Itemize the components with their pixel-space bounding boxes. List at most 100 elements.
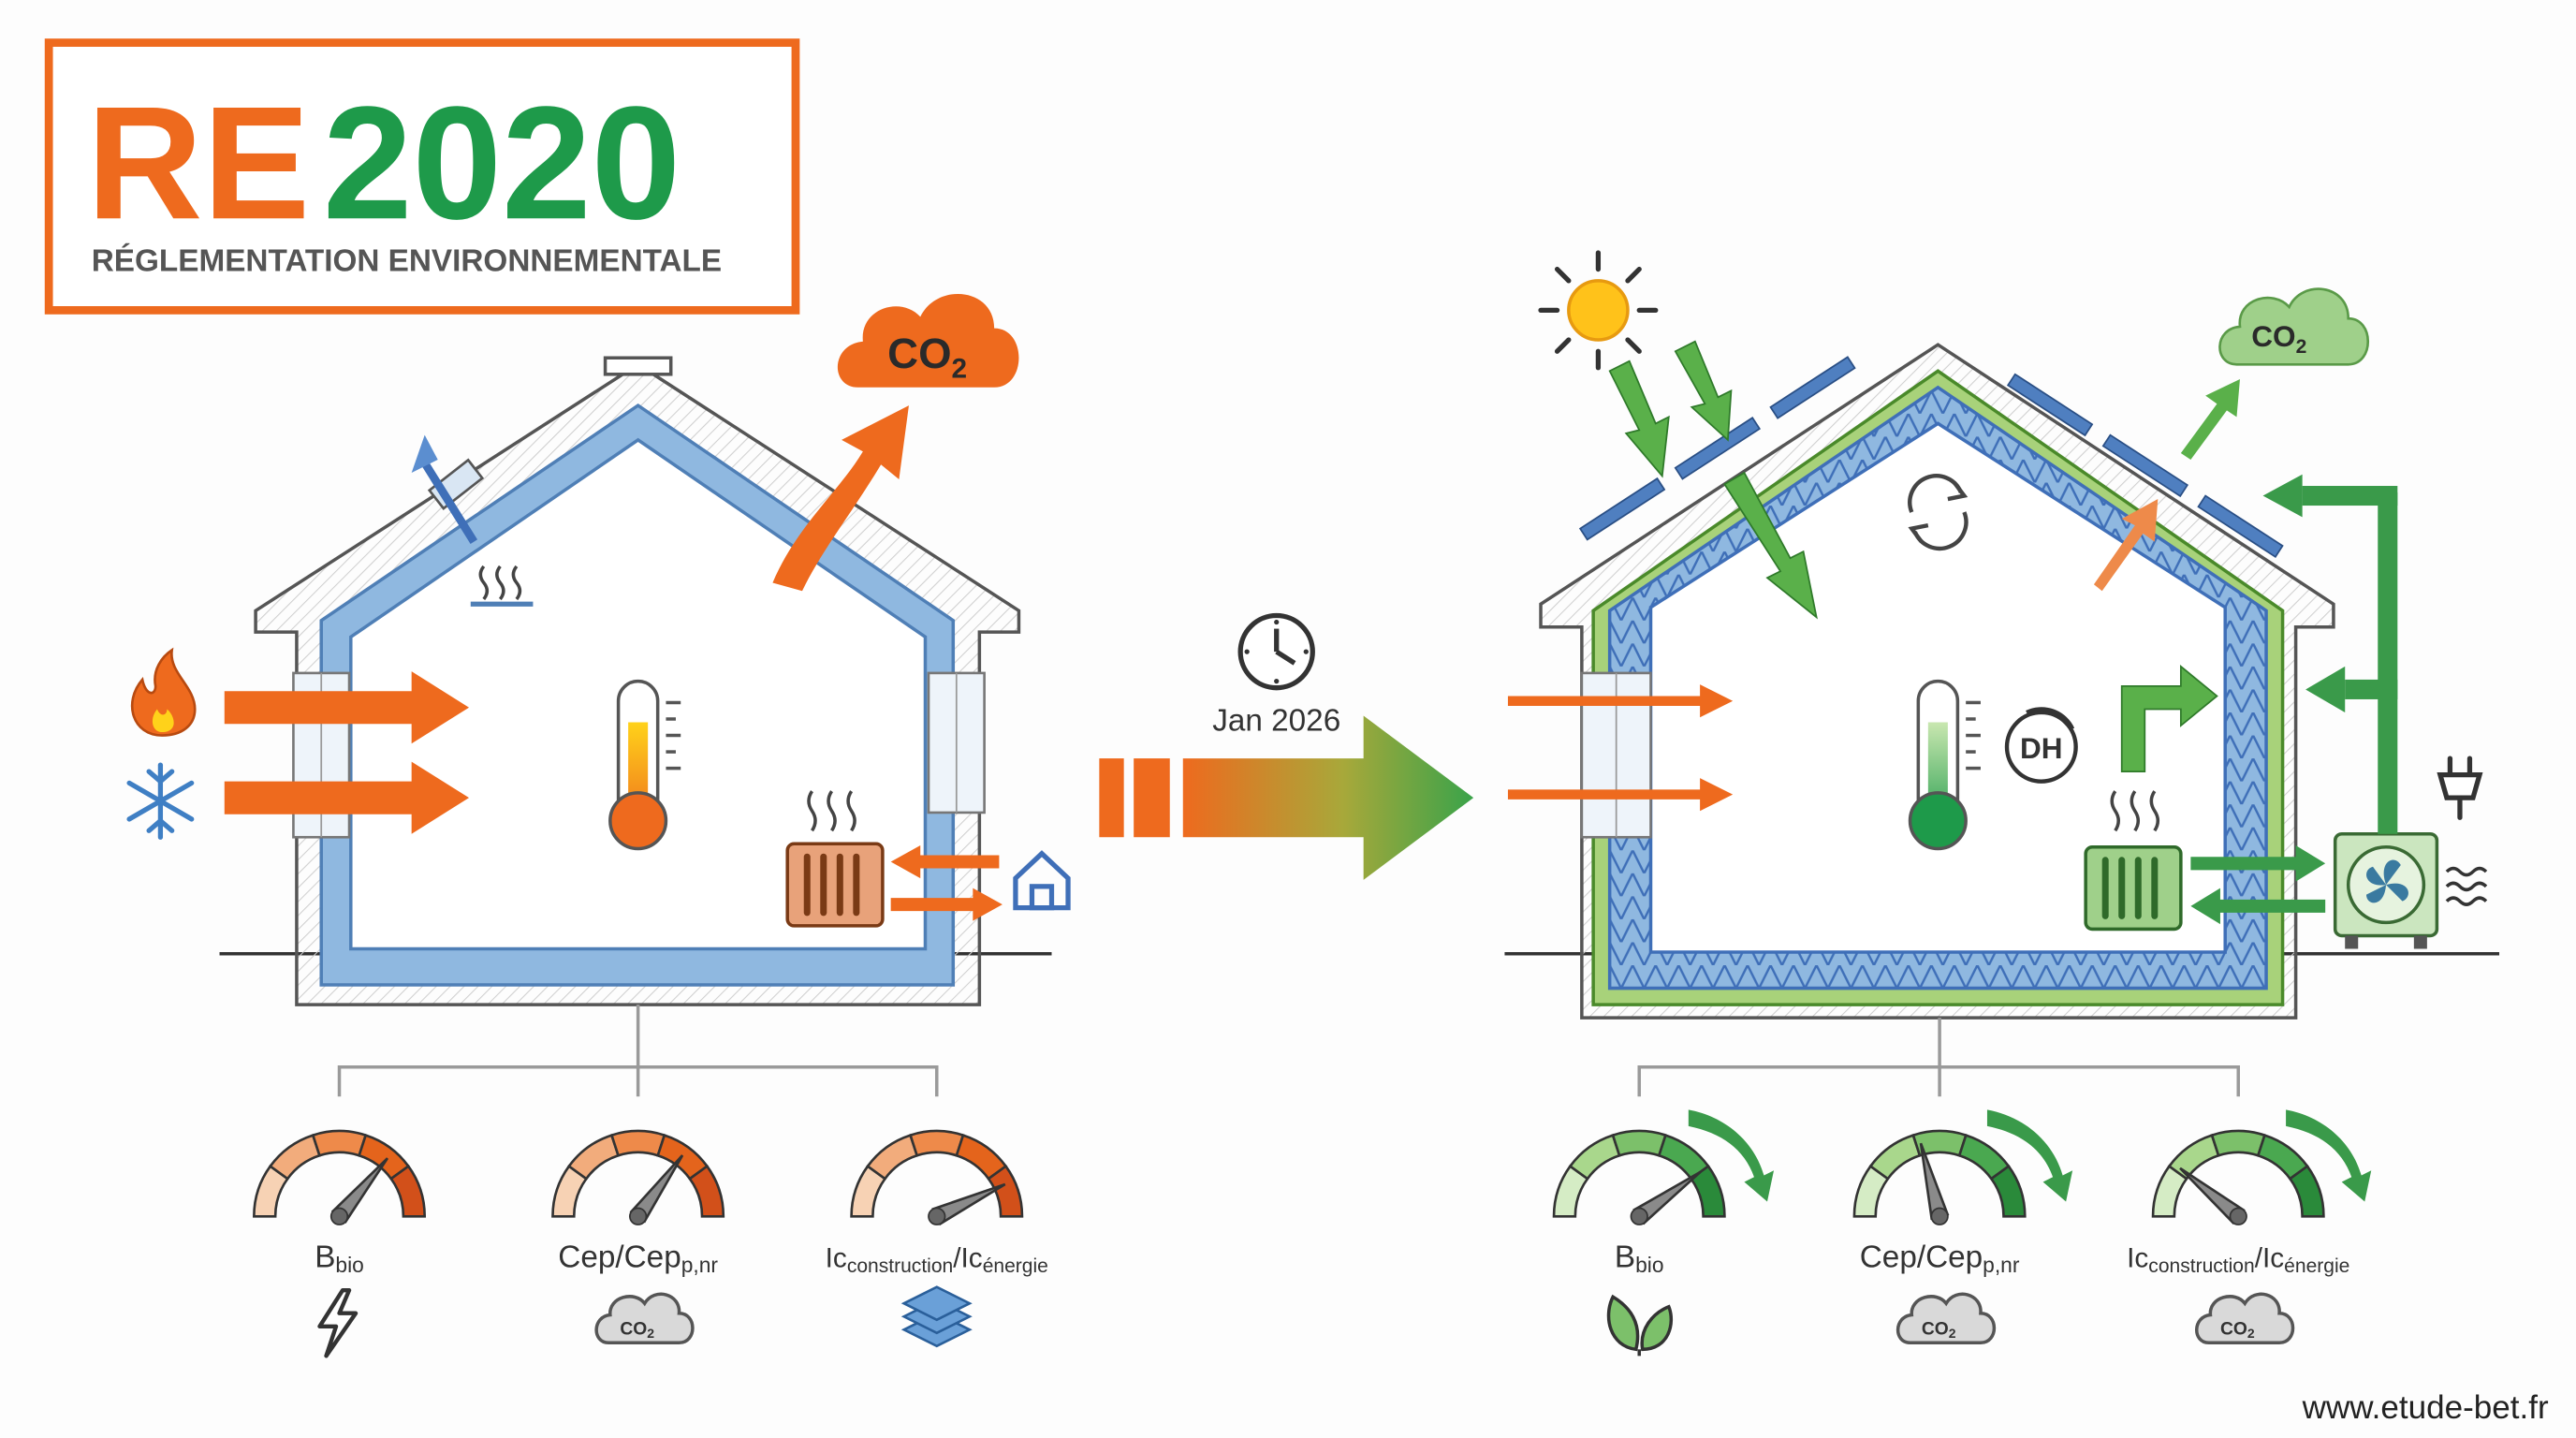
dh-badge: DH — [2004, 707, 2078, 784]
gauge-segment — [688, 1164, 725, 1218]
heat-loss-arrows — [224, 671, 470, 834]
gauge-label: Bbio — [315, 1240, 364, 1277]
gauge-bbio-after: Bbio — [1552, 1109, 1775, 1357]
transition-bar-2 — [1134, 758, 1170, 838]
gauge-segment — [1868, 1133, 1922, 1181]
gauge-hub — [1930, 1207, 1949, 1225]
gauge-segment — [2210, 1129, 2267, 1157]
gauge-segment — [866, 1133, 919, 1181]
title-re: RE — [86, 73, 310, 253]
gauge-hub — [329, 1207, 349, 1225]
gauge-label: Cep/Cepp,nr — [558, 1240, 718, 1277]
gauge-bbio-before: Bbio — [253, 1129, 427, 1358]
gauge-dial — [850, 1129, 1024, 1226]
gauge-label: Icconstruction/Icénergie — [2127, 1243, 2349, 1277]
plug-icon — [2437, 756, 2483, 820]
lightning-icon — [317, 1288, 359, 1358]
co2-cloud-icon: CO2 — [1895, 1292, 1996, 1345]
gauge-connector-after — [1637, 1018, 2240, 1097]
gauge-hub — [2229, 1207, 2247, 1225]
solar-panel-icon — [1578, 356, 2284, 558]
gauge-dial — [551, 1129, 725, 1225]
house-after: CO2 DH — [1504, 250, 2500, 1097]
clock-icon — [1237, 612, 1315, 691]
radiator-icon — [785, 790, 885, 928]
co2-cloud-icon: CO2 — [2195, 1292, 2295, 1345]
trend-arrow-icon — [2286, 1109, 2372, 1202]
leaf-icon — [1606, 1294, 1674, 1357]
gauge-segment — [908, 1129, 965, 1157]
gauge-hub — [928, 1207, 946, 1225]
fire-icon — [130, 647, 197, 737]
gauge-cep-before: Cep/Cepp,nr CO2 — [551, 1129, 725, 1345]
gauges-before: Bbio Cep/Cepp,nr CO2 Icconstruction/Icén… — [253, 1129, 1048, 1358]
solar-gain-arrows — [1608, 340, 1818, 620]
gauge-dial — [1852, 1129, 2027, 1225]
gauge-ic-after: Icconstruction/Icénergie CO2 — [2127, 1109, 2372, 1345]
heat-pump-icon — [2333, 831, 2439, 949]
gauge-segment — [1568, 1133, 1621, 1181]
co2-cloud-icon: CO2 — [594, 1292, 695, 1345]
heat-pump-circuit — [2262, 474, 2398, 834]
gauge-hub — [1630, 1207, 1648, 1225]
radiator-icon-after — [2084, 790, 2183, 932]
gauge-label: Cep/Cepp,nr — [1860, 1240, 2020, 1277]
gauge-segment — [268, 1133, 322, 1181]
gauge-segment — [1611, 1129, 1668, 1157]
svg-text:DH: DH — [2020, 731, 2063, 765]
trend-arrow-icon — [1986, 1109, 2073, 1202]
gauge-segment — [311, 1129, 368, 1157]
gauge-cep-after: Cep/Cepp,nr CO2 — [1852, 1109, 2073, 1345]
co2-reduced-arrow — [2180, 379, 2240, 460]
layers-icon — [900, 1285, 973, 1348]
house-outline-icon — [1013, 850, 1071, 911]
air-flow-icon — [2445, 866, 2488, 906]
co2-cloud-before: CO2 — [837, 293, 1019, 388]
gauge-dial — [253, 1129, 427, 1225]
title-box: RE 2020 RÉGLEMENTATION ENVIRONNEMENTALE — [44, 38, 800, 315]
title-subtitle: RÉGLEMENTATION ENVIRONNEMENTALE — [92, 242, 722, 278]
svg-text:CO2: CO2 — [620, 1320, 654, 1342]
gauge-segment — [567, 1133, 621, 1181]
gauge-segment — [2167, 1133, 2220, 1181]
radiator-exchange-arrows — [890, 845, 1003, 921]
gauge-segment — [1989, 1164, 2027, 1218]
gauge-label: Bbio — [1615, 1240, 1664, 1277]
gauge-connector-before — [337, 1005, 939, 1097]
svg-text:CO2: CO2 — [2220, 1320, 2255, 1342]
ventilation-arrow — [2120, 665, 2218, 772]
transition: Jan 2026 — [1099, 612, 1474, 880]
reduced-heat-arrows — [1507, 684, 1734, 812]
gauge-hub — [629, 1207, 648, 1225]
gauges-after: Bbio Cep/Cepp,nr CO2 Icconstruction/ — [1552, 1109, 2372, 1357]
snowflake-icon — [126, 762, 195, 840]
trend-arrow-icon — [1688, 1109, 1775, 1202]
heat-wave-icon — [470, 565, 534, 607]
house-before: CO2 — [126, 293, 1071, 1097]
gauge-segment — [2288, 1164, 2325, 1218]
heat-pump-exchange-arrows — [2190, 845, 2326, 925]
co2-emission-arrow — [772, 405, 909, 592]
gauge-label: Icconstruction/Icénergie — [826, 1243, 1048, 1277]
roof-vent-icon — [411, 434, 485, 544]
gauge-dial — [1552, 1129, 1726, 1225]
thermometer-icon — [608, 679, 681, 851]
gauge-ic-before: Icconstruction/Icénergie — [826, 1129, 1048, 1348]
gauge-dial — [2151, 1129, 2325, 1225]
sun-icon — [1538, 250, 1659, 371]
gauge-segment — [609, 1129, 666, 1157]
thermometer-icon-after — [1908, 679, 1981, 851]
heat-exhaust-arrow — [2093, 499, 2159, 592]
title-year: 2020 — [323, 73, 681, 253]
gauge-segment — [1689, 1164, 1726, 1218]
recycle-icon — [1908, 474, 1969, 551]
transition-bar-1 — [1099, 758, 1124, 838]
footer-url[interactable]: www.etude-bet.fr — [2302, 1389, 2549, 1426]
transition-arrow — [1182, 715, 1474, 880]
svg-text:CO2: CO2 — [887, 330, 967, 385]
gauge-needle — [1919, 1142, 1950, 1221]
gauge-segment — [987, 1164, 1024, 1218]
transition-date: Jan 2026 — [1212, 703, 1340, 738]
gauge-segment — [389, 1164, 427, 1218]
